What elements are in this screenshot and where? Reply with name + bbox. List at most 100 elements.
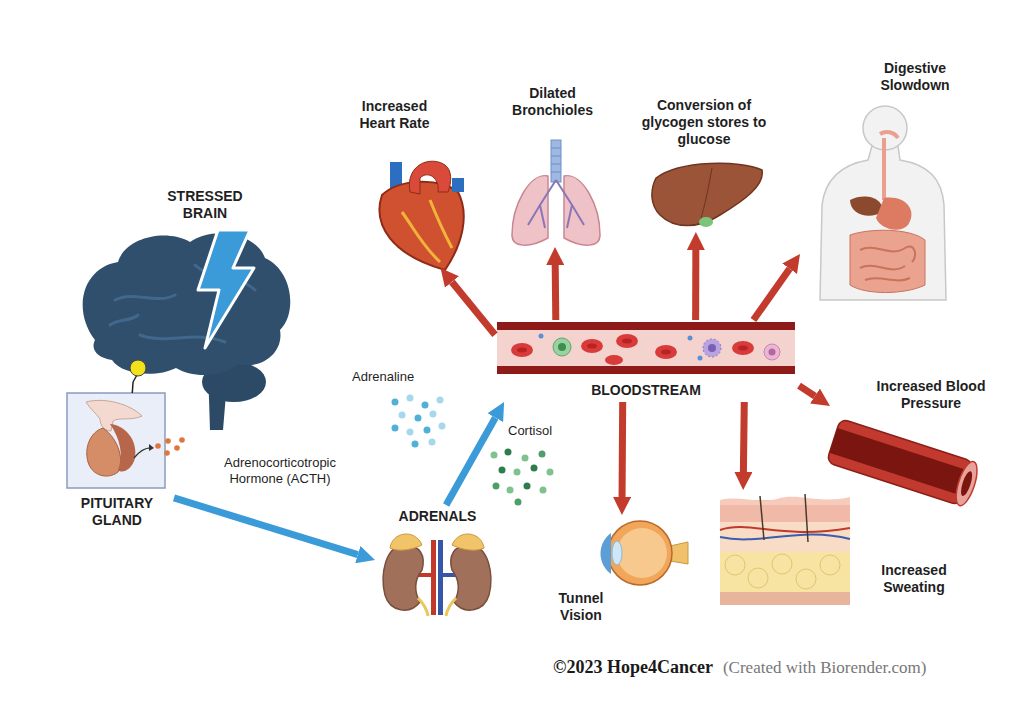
adrenaline-molecules	[392, 399, 399, 406]
skin-illustration	[720, 552, 850, 592]
bloodstream-vessel	[655, 345, 677, 359]
brain-illustration	[130, 360, 146, 376]
digestive-illustration	[882, 138, 886, 200]
skin-illustration	[760, 494, 808, 542]
bloodstream-vessel	[703, 339, 721, 357]
adrenaline-molecules	[430, 411, 437, 418]
vision-node: Tunnel Vision	[550, 515, 682, 627]
flow-arrow	[446, 418, 495, 505]
adrenaline-molecules	[429, 439, 436, 446]
credit-note: (Created with Biorender.com)	[723, 657, 926, 679]
adrenaline-molecules	[399, 412, 406, 419]
flow-arrow	[552, 265, 560, 320]
bloodstream-vessel	[553, 338, 571, 356]
pituitary-illustration	[87, 428, 121, 476]
adrenals-illustration	[383, 534, 491, 616]
adrenals-illustration	[383, 545, 423, 610]
skin-illustration	[720, 494, 850, 605]
adrenals-node: ADRENALS	[375, 505, 502, 615]
lungs-illustration	[551, 148, 561, 172]
bloodstream-vessel	[769, 349, 776, 356]
liver-illustration	[652, 163, 762, 227]
cortisol-molecules	[505, 449, 512, 456]
bloodstream-vessel	[605, 355, 623, 365]
brain-illustration	[198, 230, 254, 348]
blood-vessel-illustration	[959, 470, 975, 497]
adrenaline-molecules	[407, 429, 414, 436]
bloodstream-vessel	[732, 341, 754, 355]
blood-vessel-illustration	[829, 428, 970, 496]
lungs-illustration	[528, 180, 584, 228]
adrenaline-molecules	[415, 415, 422, 422]
digestive-illustration	[850, 196, 882, 215]
lungs-illustration	[551, 140, 561, 182]
lungs-illustration	[564, 176, 600, 245]
node-label: Conversion of glycogen stores to glucose	[640, 97, 768, 148]
pituitary-illustration	[164, 450, 170, 456]
blood-vessel-illustration	[952, 459, 981, 508]
bloodstream-vessel	[539, 334, 544, 339]
skin-illustration	[720, 522, 850, 552]
skin-illustration	[720, 592, 850, 605]
bloodstream-vessel	[661, 350, 671, 355]
lungs-illustration	[512, 140, 600, 245]
cortisol-molecules	[514, 469, 521, 476]
skin-illustration	[772, 554, 792, 574]
node-label: Dilated Bronchioles	[505, 85, 600, 119]
cortisol-molecules	[547, 469, 554, 476]
adrenaline-molecules	[407, 395, 414, 402]
node-label: Tunnel Vision	[550, 590, 612, 624]
node-label: ADRENALS	[375, 508, 500, 525]
bloodstream-vessel	[497, 322, 795, 374]
hormone-label: Cortisol	[508, 423, 578, 439]
liver-node: Conversion of glycogen stores to glucose	[640, 97, 770, 232]
adrenaline-molecules	[422, 402, 429, 409]
cortisol-molecules	[522, 455, 529, 462]
adrenals-illustration	[390, 534, 422, 550]
heart-illustration	[380, 161, 464, 270]
adrenals-illustration	[451, 545, 491, 610]
eye-illustration	[601, 521, 689, 585]
pituitary-node: PITUITARY GLAND	[67, 393, 174, 531]
node-label: STRESSED BRAIN	[155, 188, 255, 222]
pituitary-illustration	[110, 424, 135, 472]
flow-arrow	[753, 269, 789, 320]
flow-arrow	[452, 282, 495, 335]
pituitary-illustration	[67, 393, 185, 488]
digestive-illustration	[850, 230, 925, 292]
skin-illustration	[725, 555, 745, 575]
flow-arrow	[692, 250, 699, 320]
flow-arrow	[799, 386, 815, 397]
adrenaline-molecules	[412, 441, 419, 448]
adrenals-illustration	[418, 598, 456, 616]
flow-arrow	[619, 402, 627, 497]
cortisol-molecules	[491, 449, 554, 506]
digestive-illustration	[820, 106, 946, 300]
blood-vessel-illustration	[826, 418, 981, 507]
node-label: Increased Sweating	[870, 562, 958, 596]
copyright-note: ©2023 Hope4Cancer	[553, 656, 713, 678]
skin-illustration	[720, 527, 850, 532]
heart-illustration	[452, 178, 464, 192]
adrenals-illustration	[452, 534, 484, 550]
cortisol-molecules	[524, 483, 531, 490]
bloodstream-vessel	[587, 344, 597, 349]
pituitary-illustration	[165, 438, 171, 444]
skin-illustration	[796, 569, 816, 589]
eye-illustration	[617, 528, 667, 578]
adrenaline-molecules	[392, 395, 446, 448]
bloodstream-vessel	[698, 356, 703, 361]
cortisol-molecules	[531, 465, 538, 472]
eye-illustration	[601, 533, 612, 574]
skin-illustration	[820, 555, 840, 575]
adrenaline-molecules	[439, 423, 446, 430]
bloodstream-vessel	[738, 346, 748, 351]
bloodstream-vessel	[688, 336, 693, 341]
node-label: Increased Heart Rate	[352, 98, 437, 132]
pituitary-illustration	[149, 444, 154, 451]
adrenaline-molecules	[424, 427, 431, 434]
heart-illustration	[409, 161, 450, 194]
bloodstream-vessel	[764, 344, 780, 360]
